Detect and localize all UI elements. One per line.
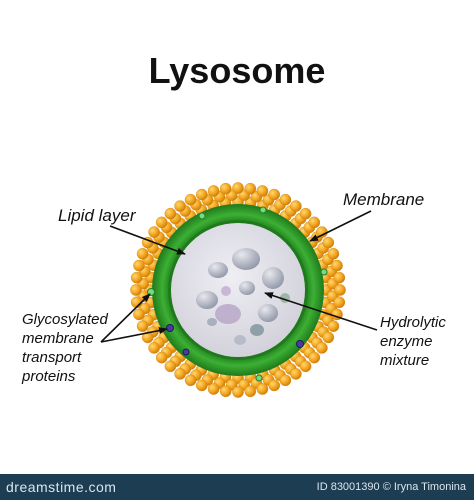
protein-dot-green [259,206,267,214]
membrane-bead [141,331,154,344]
enzyme-vesicle [262,267,284,289]
diagram-title: Lysosome [148,50,326,91]
membrane-bead [331,259,343,272]
membrane-bead [333,296,346,309]
membrane-bead [133,308,145,321]
label-line: mixture [380,352,430,369]
protein-dot-purple [296,340,304,348]
enzyme-vesicle [208,262,228,278]
membrane-bead [148,342,160,354]
membrane-bead [232,182,244,194]
membrane-bead [174,200,186,212]
protein-dot-green [255,374,263,382]
enzyme-vesicle [207,318,217,326]
lumen [171,223,305,357]
label-line: enzyme [380,333,433,350]
label-line: transport [22,349,82,366]
membrane-bead [184,193,197,206]
membrane-bead [299,360,312,373]
enzyme-vesicle [221,286,231,296]
arrow-hydrolytic [264,292,378,331]
membrane-bead [268,188,281,201]
membrane-bead [155,351,168,364]
membrane-bead [244,385,257,398]
membrane-bead [244,182,257,195]
membrane-bead [136,320,149,333]
membrane-bead [148,226,160,238]
image-id-text: ID 83001390 © Iryna Timonina [316,481,466,493]
membrane-bead [219,182,232,195]
footer-bar: dreamstime.com ID 83001390 © Iryna Timon… [0,474,474,500]
membrane-bead [207,383,220,395]
protein-dot-purple [182,348,190,356]
membrane-bead [174,368,186,380]
pointer-arrows [100,210,378,343]
membrane-bead [136,247,149,260]
membrane-bead [327,320,340,333]
membrane-bead [130,271,143,284]
membrane-bead [164,207,177,220]
membrane-bead [268,379,281,392]
membrane-bead [333,271,346,284]
membrane-bead [299,207,312,220]
label-line: Hydrolytic [380,314,446,331]
enzyme-mixture [196,248,290,345]
membrane-bead [256,383,269,395]
membrane-bead [290,200,302,212]
membrane-bead [279,193,292,206]
membrane-bead [195,379,208,392]
membrane-bead [207,185,220,197]
enzyme-vesicle [215,304,241,324]
glycosylated-proteins [147,206,328,382]
membrane-bead [334,284,346,296]
membrane-bead [290,368,302,380]
arrow-membrane [309,210,372,242]
enzyme-vesicle [258,304,278,322]
membrane-bead [316,342,328,354]
label-membrane: Membrane [343,190,425,209]
protein-dot-green [320,268,328,276]
enzyme-vesicle [250,324,264,336]
arrow-glyco-green [100,293,151,343]
lysosome-diagram [100,182,378,398]
membrane-bead [232,386,244,398]
enzyme-vesicle [196,291,218,309]
membrane-bead [133,259,145,272]
label-glycosylated-proteins: Glycosylated membrane transport proteins [22,310,142,386]
label-lipid-layer: Lipid layer [58,206,136,225]
membrane-bead [155,216,168,229]
enzyme-vesicle [239,281,255,295]
arrow-glyco-purple [100,327,168,343]
protein-dot-purple [166,324,174,332]
label-line: proteins [22,368,76,385]
membrane-bead [308,216,321,229]
protein-dot-green [198,212,206,220]
label-hydrolytic-enzyme: Hydrolytic enzyme mixture [380,313,470,370]
membrane-bead [184,374,197,387]
enzyme-vesicle [234,335,246,345]
label-line: membrane [22,330,94,347]
arrow-lipid-layer [109,225,186,255]
membrane-bead [256,185,269,197]
membrane-bead [322,331,335,344]
membrane-bead [322,236,335,249]
membrane-bead [327,247,340,260]
membrane-bead [279,374,292,387]
membrane-bead [195,188,208,201]
membrane-bead [308,351,321,364]
enzyme-vesicle [232,248,260,270]
label-line: Glycosylated [22,311,108,328]
membrane-bead [219,385,232,398]
watermark-logo: dreamstime.com [6,479,117,495]
membrane-bead [164,360,177,373]
membrane-bead [130,284,142,296]
